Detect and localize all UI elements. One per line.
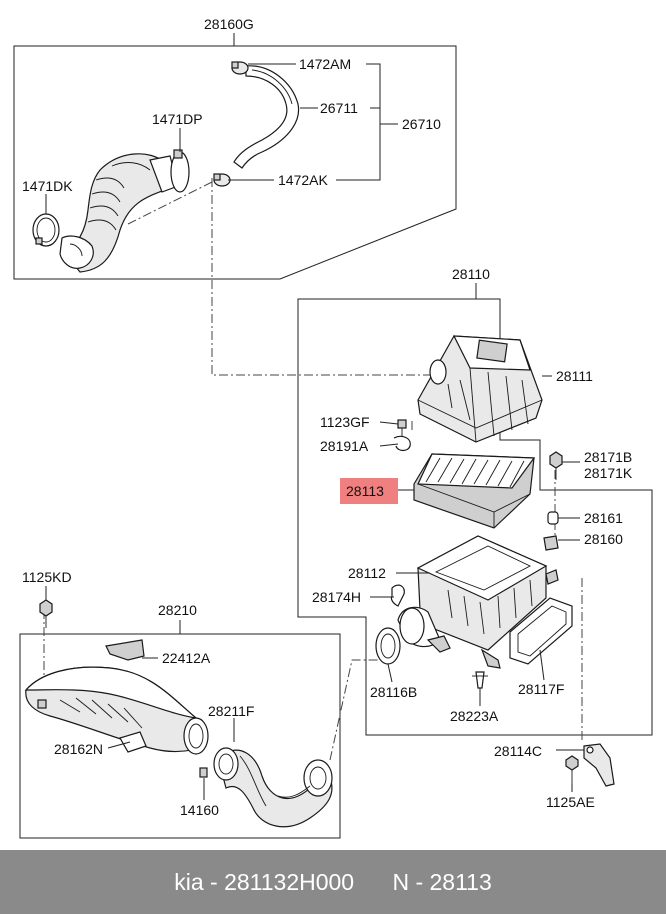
clamp-14160 xyxy=(199,767,208,778)
bracket-28114C xyxy=(583,743,615,787)
frame-28210 xyxy=(19,633,341,839)
label-28191A: 28191A xyxy=(320,438,369,454)
label-28112: 28112 xyxy=(348,565,386,581)
clamp-28191A xyxy=(393,435,411,452)
label-28116B: 28116B xyxy=(370,684,417,700)
clamp-1472AM xyxy=(231,61,249,75)
label-1471DK: 1471DK xyxy=(22,178,73,194)
label-28111: 28111 xyxy=(556,368,593,384)
air-duct-28162N xyxy=(24,666,209,755)
label-28210: 28210 xyxy=(158,602,197,618)
label-28162N: 28162N xyxy=(54,741,103,757)
label-28113: 28113 xyxy=(346,483,384,499)
clip-28223A xyxy=(472,671,488,689)
dash-hose-to-intake xyxy=(127,181,213,225)
grommet-28161 xyxy=(547,511,559,525)
label-1123GF: 1123GF xyxy=(320,414,370,430)
label-28211F: 28211F xyxy=(208,703,254,719)
hose-28211F xyxy=(213,747,333,828)
label-1472AK: 1472AK xyxy=(278,172,328,188)
clamp-1471DP xyxy=(170,149,190,193)
label-28174H: 28174H xyxy=(312,589,361,605)
dash-intake-to-box xyxy=(211,178,432,376)
leader-lines xyxy=(45,63,584,800)
bolt-1125AE xyxy=(565,755,579,784)
bolt-28171B xyxy=(549,451,563,480)
clamp-1472AK xyxy=(213,173,231,187)
frame-28160G xyxy=(13,45,457,280)
seal-ring-28116B xyxy=(375,627,401,665)
bolt-1125KD xyxy=(39,599,53,628)
label-14160: 14160 xyxy=(180,802,219,818)
label-28110: 28110 xyxy=(452,266,490,282)
breather-hose-26711 xyxy=(233,65,300,169)
label-1471DP: 1471DP xyxy=(152,111,203,127)
label-28223A: 28223A xyxy=(450,708,499,724)
grommet-28160 xyxy=(543,535,559,551)
highlight-28113 xyxy=(340,478,398,504)
label-28117F: 28117F xyxy=(518,681,564,697)
gasket-1471DK xyxy=(32,213,60,247)
air-cleaner-body-28112 xyxy=(397,535,559,669)
label-plate-22412A xyxy=(105,639,145,661)
label-28160: 28160 xyxy=(584,531,623,547)
label-1472AM: 1472AM xyxy=(299,56,351,72)
dash-duct-right xyxy=(329,659,392,761)
label-28161: 28161 xyxy=(584,510,623,526)
intake-hose-28160G xyxy=(59,153,179,273)
label-28114C: 28114C xyxy=(494,743,542,759)
label-26710: 26710 xyxy=(402,116,441,132)
footer-bar: kia - 281132H000 N - 28113 xyxy=(0,850,666,914)
label-28171K: 28171K xyxy=(584,465,633,481)
air-filter-28113 xyxy=(413,453,536,529)
bolt-1123GF xyxy=(397,419,407,436)
label-26711: 26711 xyxy=(320,100,358,116)
label-28160G: 28160G xyxy=(204,16,254,32)
label-1125KD: 1125KD xyxy=(22,569,72,585)
label-22412A: 22412A xyxy=(162,650,211,666)
parts-diagram: 28160G 1472AM 26711 26710 1471DP 1471DK … xyxy=(13,16,653,839)
air-cleaner-cover-28111 xyxy=(417,335,543,443)
clip-28174H xyxy=(390,584,405,607)
footer-part-info: kia - 281132H000 N - 28113 xyxy=(174,868,492,895)
gasket-28117F xyxy=(509,597,573,665)
label-1125AE: 1125AE xyxy=(546,794,595,810)
label-28171B: 28171B xyxy=(584,449,632,465)
